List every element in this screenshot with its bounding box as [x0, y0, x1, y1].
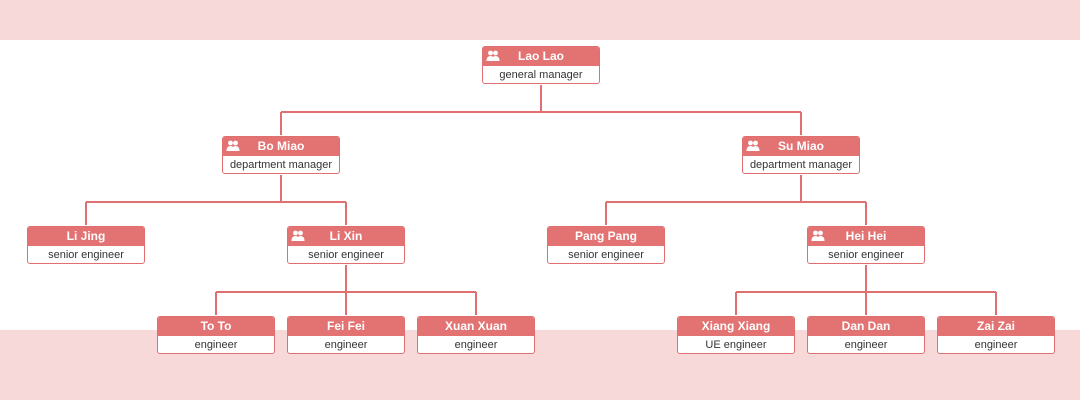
connector: [85, 175, 347, 225]
node-title: department manager: [749, 159, 853, 171]
top-band: [0, 0, 1080, 40]
node-title: general manager: [499, 69, 583, 81]
org-node-li-xin[interactable]: Li Xin senior engineer: [287, 226, 405, 264]
org-node-xuan-xuan[interactable]: Xuan Xuan engineer: [417, 316, 535, 354]
group-icon: [291, 230, 305, 241]
org-node-dan-dan[interactable]: Dan Dan engineer: [807, 316, 925, 354]
node-name: Li Xin: [329, 229, 363, 243]
node-title: UE engineer: [705, 339, 767, 351]
org-node-pang-pang[interactable]: Pang Pang senior engineer: [547, 226, 665, 264]
node-name: Dan Dan: [841, 319, 891, 333]
node-name: Xiang Xiang: [701, 319, 771, 333]
org-node-zai-zai[interactable]: Zai Zai engineer: [937, 316, 1055, 354]
node-name: Bo Miao: [257, 139, 305, 153]
node-name: Su Miao: [777, 139, 824, 153]
org-node-to-to[interactable]: To To engineer: [157, 316, 275, 354]
group-icon: [811, 230, 825, 241]
group-icon: [226, 140, 240, 151]
connector: [280, 85, 802, 135]
node-name: Pang Pang: [574, 229, 637, 243]
org-node-hei-hei[interactable]: Hei Hei senior engineer: [807, 226, 925, 264]
group-icon: [746, 140, 760, 151]
connector: [605, 175, 867, 225]
node-title: department manager: [229, 159, 333, 171]
node-name: Li Jing: [66, 229, 106, 243]
node-name: Lao Lao: [517, 49, 564, 63]
node-title: engineer: [454, 339, 498, 351]
org-node-su-miao[interactable]: Su Miao department manager: [742, 136, 860, 174]
node-title: engineer: [844, 339, 888, 351]
node-title: engineer: [194, 339, 238, 351]
org-node-li-jing[interactable]: Li Jing senior engineer: [27, 226, 145, 264]
node-title: engineer: [974, 339, 1018, 351]
node-name: To To: [200, 319, 232, 333]
node-name: Fei Fei: [326, 319, 365, 333]
node-title: senior engineer: [828, 249, 904, 261]
connector: [215, 265, 477, 315]
group-icon: [486, 50, 500, 61]
node-name: Zai Zai: [976, 319, 1015, 333]
org-node-lao-lao[interactable]: Lao Lao general manager: [482, 46, 600, 84]
connector: [735, 265, 997, 315]
org-node-xiang-xiang[interactable]: Xiang Xiang UE engineer: [677, 316, 795, 354]
node-name: Xuan Xuan: [444, 319, 507, 333]
node-title: senior engineer: [568, 249, 644, 261]
node-title: senior engineer: [48, 249, 124, 261]
node-name: Hei Hei: [845, 229, 887, 243]
node-title: engineer: [324, 339, 368, 351]
node-title: senior engineer: [308, 249, 384, 261]
org-node-fei-fei[interactable]: Fei Fei engineer: [287, 316, 405, 354]
org-node-bo-miao[interactable]: Bo Miao department manager: [222, 136, 340, 174]
